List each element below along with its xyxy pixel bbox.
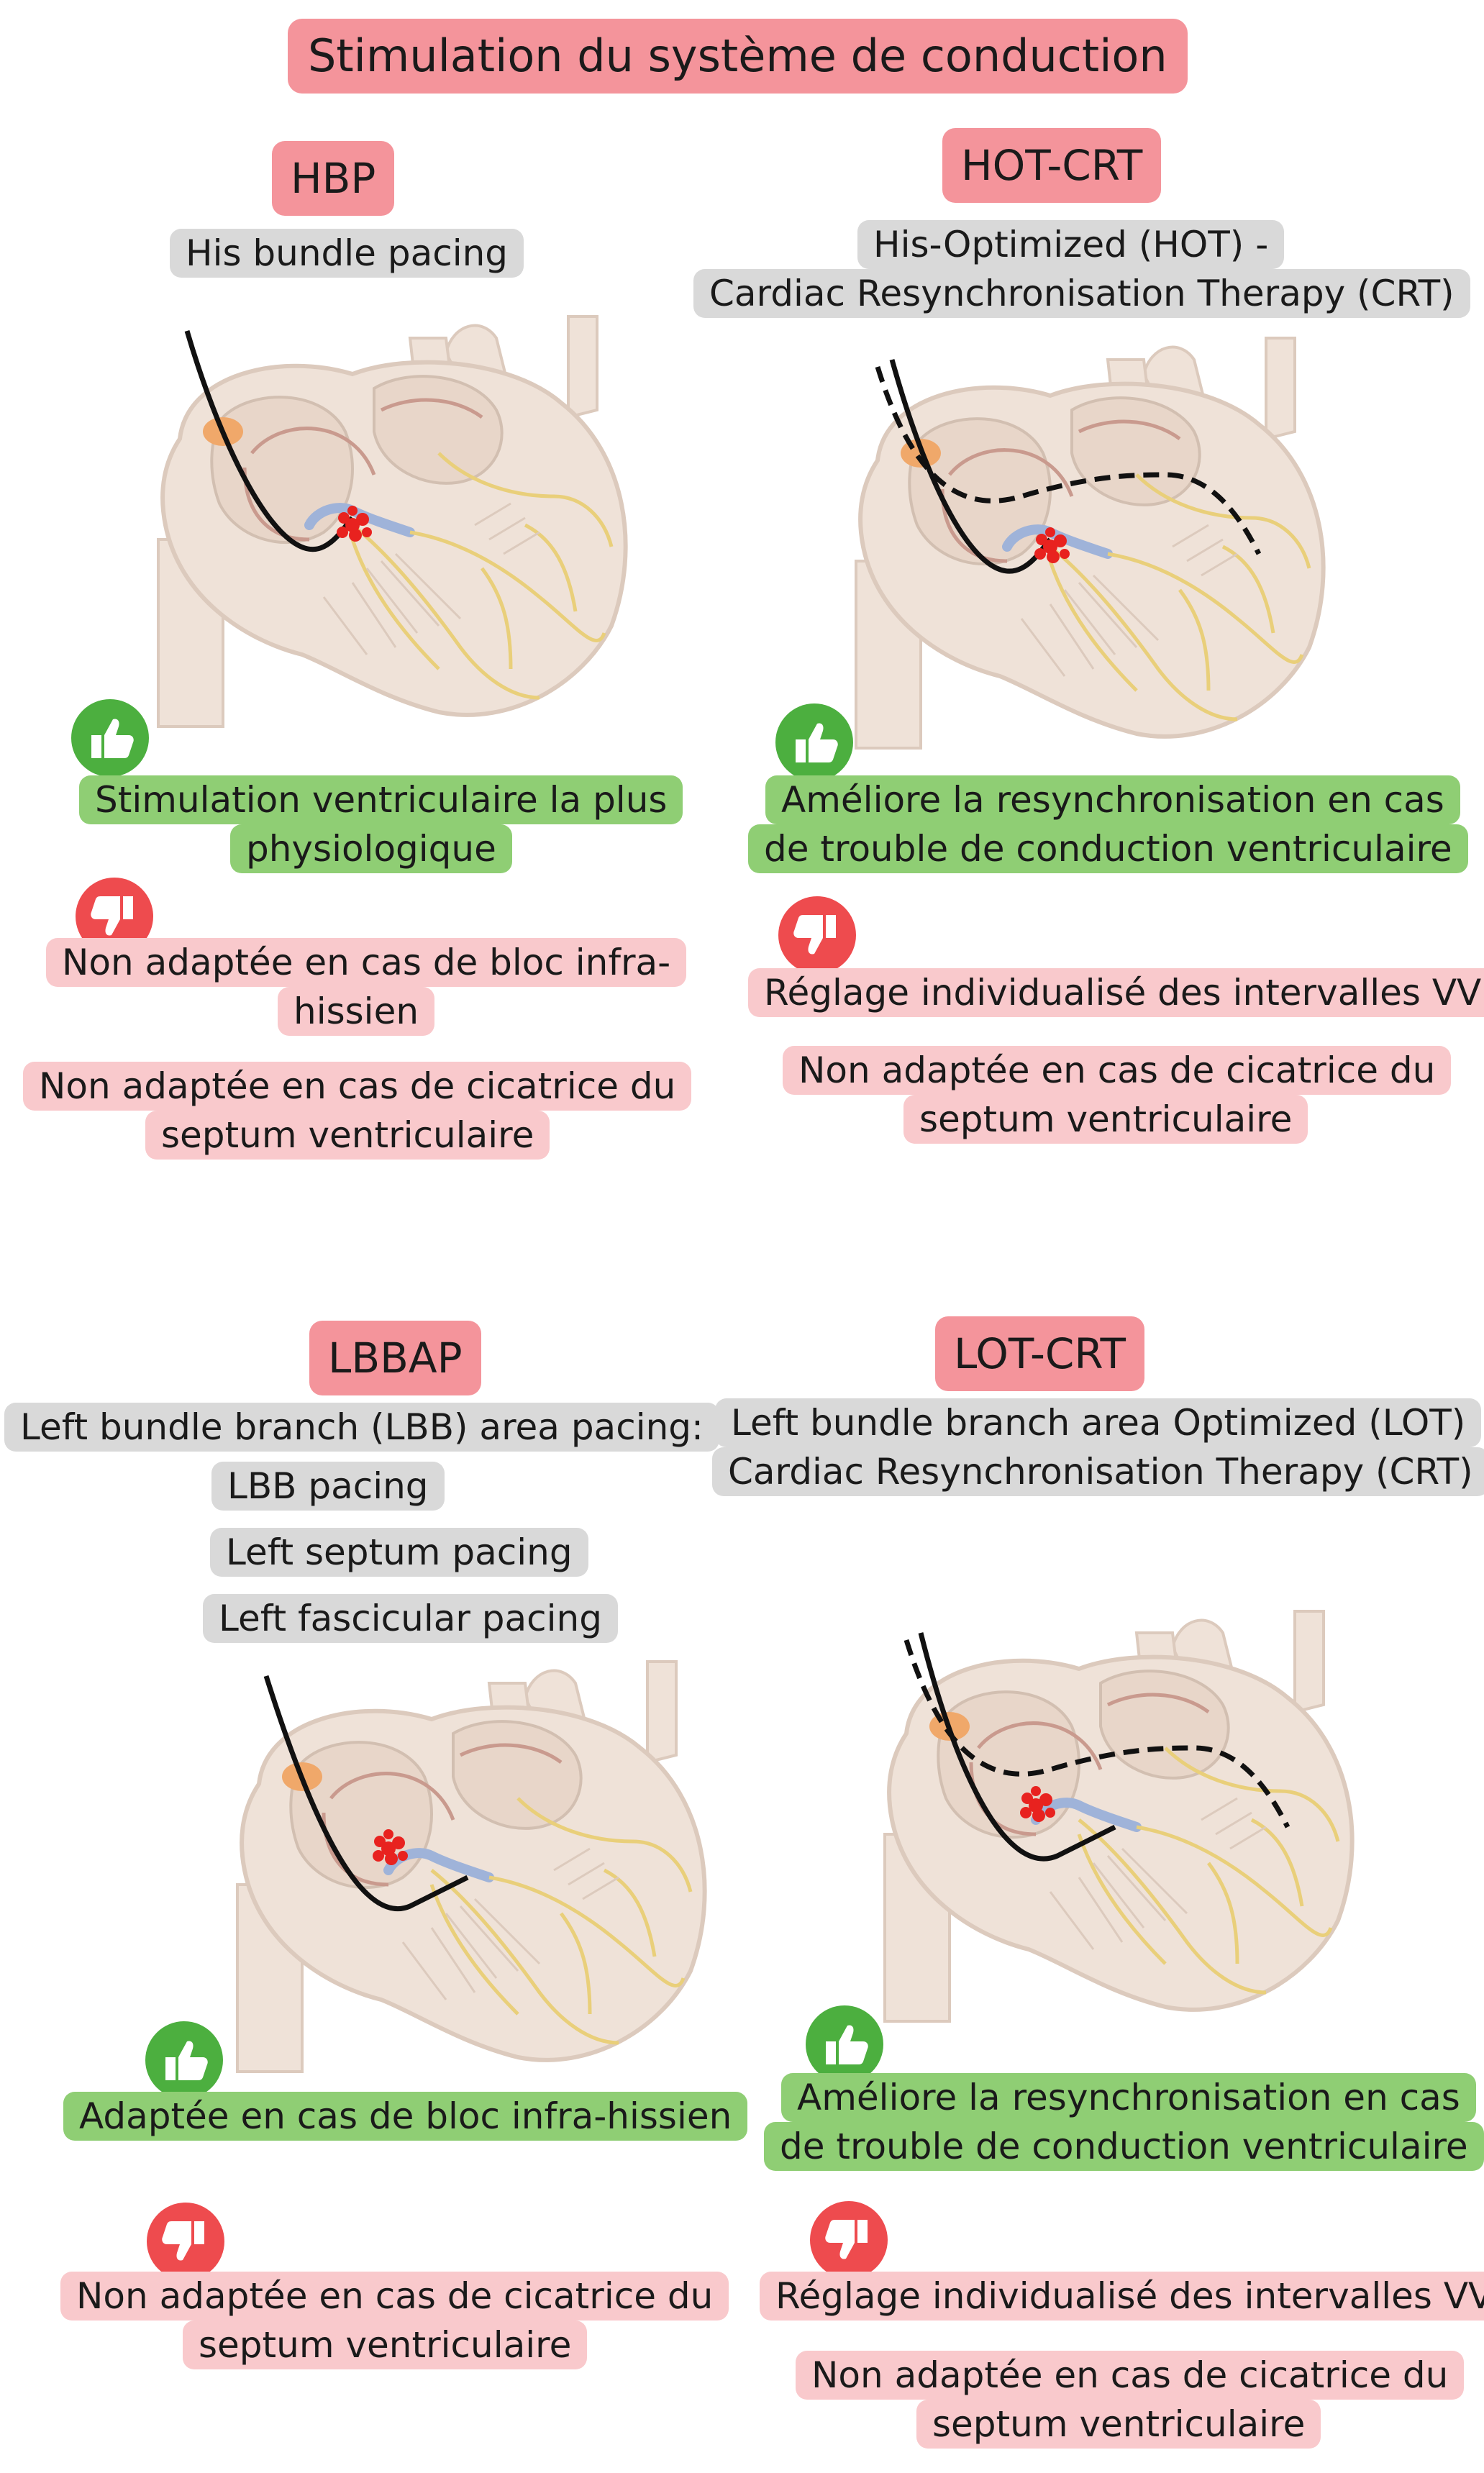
lotcrt-lv-lead-wire [903,1639,1290,1828]
lbbap-lead-wire [263,1675,469,1912]
thumbs-up-icon [71,699,149,777]
thumbs-down-icon [778,896,856,974]
lotcrt-pro-line-1: Améliore la resynchronisation en cas [781,2073,1476,2122]
lotcrt-pro-line-2: de trouble de conduction ventriculaire [764,2122,1484,2171]
lotcrt-tag: LOT-CRT [935,1316,1144,1391]
hotcrt-heart-illustration [834,331,1352,762]
lotcrt-con-1: Réglage individualisé des intervalles VV [760,2272,1484,2321]
hbp-con-1-line-1: Non adaptée en cas de bloc infra- [46,938,687,987]
lbbap-subtitle-line-4: Left fascicular pacing [203,1594,618,1643]
page-title: Stimulation du système de conduction [288,19,1188,94]
thumbs-up-icon [145,2021,223,2099]
lotcrt-subtitle-line-1: Left bundle branch area Optimized (LOT) [715,1398,1482,1447]
hotcrt-subtitle-line-1: His-Optimized (HOT) - [857,220,1285,269]
hotcrt-pro-line-1: Améliore la resynchronisation en cas [765,775,1460,824]
thumbs-down-icon [76,878,153,955]
lbbap-subtitle-line-2: LBB pacing [211,1462,445,1511]
hotcrt-con-2-line-1: Non adaptée en cas de cicatrice du [783,1046,1452,1095]
thumbs-down-icon [810,2201,888,2279]
hbp-con-1-line-2: hissien [278,987,435,1036]
thumbs-up-icon [806,2005,883,2083]
hotcrt-pro-line-2: de trouble de conduction ventriculaire [748,824,1468,873]
hotcrt-con-1: Réglage individualisé des intervalles VV [748,968,1484,1017]
lbbap-heart-illustration [216,1654,734,2086]
thumbs-up-icon [775,703,853,781]
lotcrt-heart-illustration [863,1604,1381,2036]
hbp-con-2-line-2: septum ventriculaire [145,1111,550,1160]
hbp-tag: HBP [272,141,395,216]
lbbap-subtitle-line-1: Left bundle branch (LBB) area pacing: [4,1403,719,1452]
lotcrt-lbb-lead-wire [918,1632,1116,1862]
thumbs-down-icon [147,2203,224,2280]
hbp-con-2-line-1: Non adaptée en cas de cicatrice du [23,1062,692,1111]
hbp-heart-illustration [137,309,655,741]
hbp-subtitle: His bundle pacing [170,229,524,278]
hbp-pro-line-1: Stimulation ventriculaire la plus [79,775,683,824]
lbbap-tag: LBBAP [309,1321,481,1395]
lotcrt-con-2-line-1: Non adaptée en cas de cicatrice du [796,2351,1465,2400]
hotcrt-con-2-line-2: septum ventriculaire [903,1095,1308,1144]
lbbap-pro: Adaptée en cas de bloc infra-hissien [63,2092,748,2141]
hotcrt-lv-lead-wire [875,365,1262,555]
lbbap-con-line-2: septum ventriculaire [183,2321,588,2369]
lbbap-subtitle-line-3: Left septum pacing [210,1528,588,1577]
hotcrt-subtitle-line-2: Cardiac Resynchronisation Therapy (CRT) [693,269,1470,318]
hbp-pro-line-2: physiologique [230,824,512,873]
hotcrt-tag: HOT-CRT [942,128,1162,203]
lotcrt-subtitle-line-2: Cardiac Resynchronisation Therapy (CRT) [712,1447,1484,1496]
lbbap-con-line-1: Non adaptée en cas de cicatrice du [60,2272,729,2321]
lotcrt-con-2-line-2: septum ventriculaire [916,2400,1321,2449]
